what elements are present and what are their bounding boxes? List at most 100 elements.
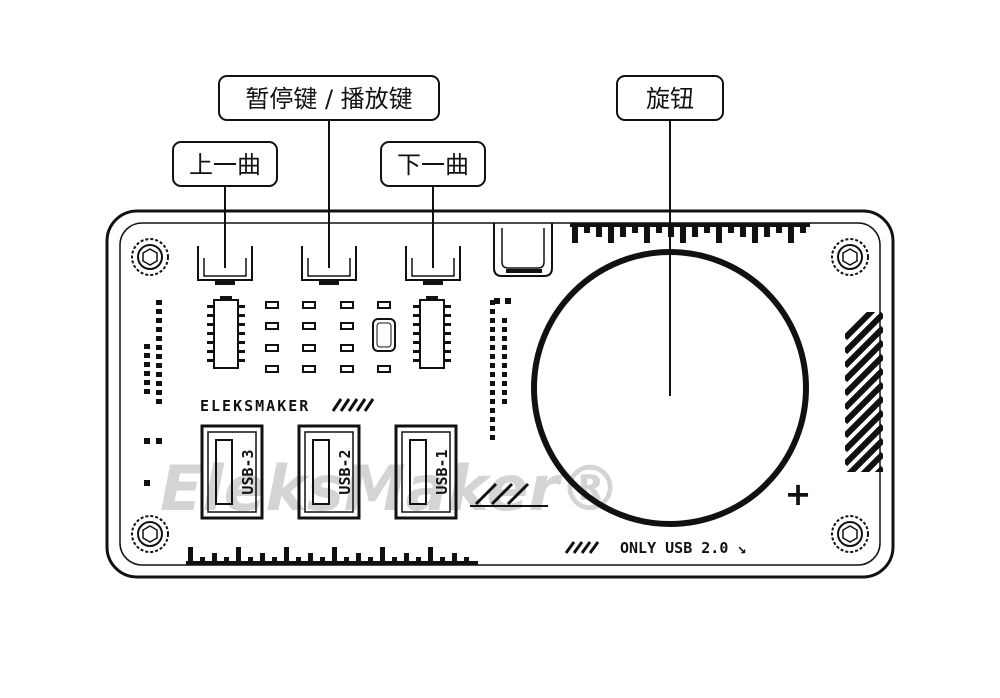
comb-tooth [668,223,674,237]
chip-left-icon [207,296,245,369]
dash-mark [144,362,150,367]
stripe [846,437,883,472]
callout-prev: 上一曲 [172,141,278,187]
chip-pin [413,305,420,308]
chip-pin [444,341,451,344]
smd-component [265,322,279,330]
comb-tooth [464,557,469,565]
usb-port-1-label: USB-1 [433,449,451,494]
callout-knob-label: 旋钮 [646,85,694,113]
comb-tooth [728,223,734,233]
chip-pin [444,350,451,353]
crystal-icon [372,318,396,352]
chip-pin [207,350,214,353]
screw-hole-bottom-left-icon [131,515,169,553]
comb-tooth [680,223,686,243]
dash-mark [502,372,507,377]
only-usb-hatch-icon [564,541,600,554]
dash-mark [156,363,162,368]
rotary-knob-icon [531,249,809,527]
comb-tooth [800,223,806,233]
chip-pin [413,341,420,344]
dash-mark [490,390,495,395]
dash-mark [144,389,150,394]
comb-tooth [452,553,457,565]
comb-tooth [332,547,337,565]
plus-sign: + [785,475,812,513]
dash-mark [502,363,507,368]
comb-spine [570,223,810,227]
comb-tooth [296,557,301,565]
dash-mark [490,318,495,323]
chip-pin [413,323,420,326]
chip-pin [413,350,420,353]
smd-component [265,344,279,352]
dash-mark [502,318,507,323]
dash-mark [156,318,162,323]
dash-mark [156,438,162,444]
dash-mark [490,381,495,386]
comb-tooth [788,223,794,243]
board-outline-inner [119,222,881,566]
stripe [860,451,883,472]
comb-tooth [356,553,361,565]
smd-component [302,301,316,309]
comb-tooth [404,553,409,565]
smd-component [340,301,354,309]
stripe [845,395,883,439]
comb-tooth [620,223,626,237]
comb-tooth [764,223,770,237]
chip-pin [238,305,245,308]
chip-pin [238,341,245,344]
comb-tooth [572,223,578,243]
chip-right-icon [413,296,451,369]
comb-tooth [344,557,349,565]
dash-mark [490,327,495,332]
comb-tooth [212,553,217,565]
comb-tooth [236,547,241,565]
chip-pin [444,305,451,308]
dash-mark [144,344,150,349]
comb-tooth [596,223,602,237]
chip-pin [413,314,420,317]
chip-pin [238,323,245,326]
callout-pause-play: 暂停键 / 播放键 [218,75,440,121]
comb-tooth [416,557,421,565]
stripe [845,381,883,425]
dash-mark [505,298,511,304]
chip-pin [238,359,245,362]
usb-port-2-label: USB-2 [336,449,354,494]
smd-component [302,322,316,330]
chip-pin [444,323,451,326]
stripe [874,465,883,472]
usb-port-2-icon: USB-2 [297,424,361,520]
stripe [845,339,883,383]
comb-tooth [392,557,397,565]
comb-tooth [224,557,229,565]
dash-mark [156,309,162,314]
comb-tooth [632,223,638,233]
chip-pin [444,314,451,317]
chip-pin [207,323,214,326]
dash-mark [156,399,162,404]
chip-pin [207,341,214,344]
comb-tooth [248,557,253,565]
comb-tooth [716,223,722,243]
stripe [845,353,883,397]
dash-mark [490,354,495,359]
dash-mark [144,480,150,486]
chip-right-pins [413,305,451,362]
comb-tooth [308,553,313,565]
dash-mark [502,327,507,332]
chip-pin [238,314,245,317]
smd-components [265,301,391,373]
screw-hole-top-right-icon [831,238,869,276]
stripe [845,367,883,411]
dash-mark [490,435,495,440]
chip-pin [207,305,214,308]
dash-mark [156,390,162,395]
dash-mark [156,354,162,359]
dash-mark [490,363,495,368]
